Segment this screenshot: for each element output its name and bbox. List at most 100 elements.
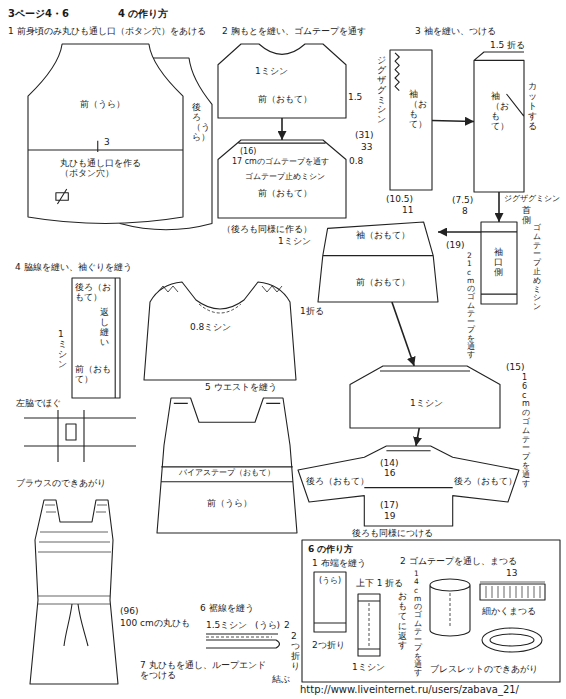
band-gathers xyxy=(486,586,540,598)
piece-label: 後ろ（おもて） xyxy=(75,282,111,303)
folded-strip xyxy=(358,594,380,656)
piece-outline-path xyxy=(72,278,120,398)
piece-label: 袖（おもて） xyxy=(356,230,410,240)
piece-outline-path xyxy=(318,222,438,302)
piece-label: (うら) xyxy=(319,576,341,585)
bodice-piece: 前（おもて） xyxy=(218,44,346,118)
dimension: (17) xyxy=(380,500,398,510)
step-heading: 7 丸ひもを通し、ループエンドをつける xyxy=(140,660,270,681)
piece-label: バイアステープ（おもて） xyxy=(179,468,275,477)
dimension: 19 xyxy=(384,511,395,521)
fabric-strip: (うら) xyxy=(314,572,346,632)
strap-gathers xyxy=(158,286,282,292)
armhole-stitch xyxy=(199,304,241,313)
elastic-inside xyxy=(450,593,451,626)
hem-stitch xyxy=(206,637,272,638)
piece-label: 6 の作り方 xyxy=(308,544,353,554)
dimension: (16) xyxy=(240,147,256,156)
dimension: (10.5) xyxy=(386,194,413,204)
note: 21 cmのゴムテープを通す xyxy=(467,252,475,359)
finished-blouse xyxy=(30,500,118,684)
note: 17 cmのゴムテープを通す xyxy=(232,157,329,166)
piece-outline-path xyxy=(218,44,346,118)
fold-note: 1折る xyxy=(300,306,324,316)
stitch-note: ゴムテープ止めミシン xyxy=(533,224,541,312)
dimension: 8 xyxy=(462,206,468,216)
piece-outline-path xyxy=(120,58,212,230)
note: 首側 xyxy=(522,206,531,226)
note: 後ろも同様につける xyxy=(352,528,433,538)
piece-label: 前（おもて） xyxy=(258,188,312,198)
dimension: 16 xyxy=(384,468,395,478)
dimension: 0.8 xyxy=(349,156,363,166)
dimension: (96) xyxy=(120,606,138,616)
watermark: http://www.liveinternet.ru/users/zabava_… xyxy=(300,684,519,696)
stitch-note: 1ミシン xyxy=(352,662,385,672)
piece-outline-path xyxy=(157,398,297,533)
side-loop-detail xyxy=(24,410,136,462)
piece-label: 前（おもて） xyxy=(258,94,312,104)
flow-arrow xyxy=(438,231,481,233)
sleeve-piece: 袖（おもて） xyxy=(474,52,524,192)
dimension: (31) xyxy=(355,130,373,140)
stitch-note: ジグザグミシン xyxy=(504,194,560,203)
note: 結ぶ xyxy=(272,674,290,684)
flow-arrow xyxy=(498,192,500,222)
dimension: 2 xyxy=(284,620,290,630)
piece-outline-path xyxy=(28,44,183,223)
step-heading: 1 前身頃のみ丸ひも通し口（ボタン穴）をあける xyxy=(8,26,206,36)
stitch-note: 1ミシン xyxy=(58,330,67,370)
waist-bodice: バイアステープ（おもて） 前（うら） xyxy=(157,398,297,533)
sleeve-piece: 袖（おもて） xyxy=(390,50,432,190)
piece-label: 前（うら） xyxy=(207,498,252,508)
flow-arrow xyxy=(281,118,283,140)
piece-label: 後ろ（うら） xyxy=(192,103,201,143)
stitch-note: 1.5ミシン xyxy=(206,620,247,630)
step-heading: 2 ゴムテープを通し、まつる xyxy=(400,556,517,566)
flow-arrow xyxy=(392,302,414,366)
note: 16 cmのゴムテープを通す xyxy=(522,374,530,488)
stitch-note: 返し縫い xyxy=(100,308,109,348)
blouse-smocking xyxy=(38,505,111,604)
note: （後ろも同様に作る） xyxy=(222,224,312,234)
piece-label: 前（うら） xyxy=(80,99,125,109)
step-title: 4 の作り方 xyxy=(118,8,168,20)
flow-arrow xyxy=(416,428,419,446)
stitch-note: 1ミシン xyxy=(278,236,311,246)
piece-outline-path xyxy=(474,52,524,192)
finished-bracelet xyxy=(482,628,542,652)
piece-outline xyxy=(157,398,297,533)
dimension: (14) xyxy=(380,458,398,468)
step-heading: 2 胸もとを縫い、ゴムテープを通す xyxy=(222,26,366,36)
stitch-note: 0.8ミシン xyxy=(190,322,231,332)
step-heading: 6 裾線を縫う xyxy=(200,603,254,613)
piece-label: 袖（おもて） xyxy=(409,90,418,130)
piece-outline-path xyxy=(481,222,517,304)
side-seam-piece: 後ろ（おもて）前（おもて） xyxy=(72,278,120,398)
fold-note: 2つ折り xyxy=(312,640,345,650)
note: 14 cmのゴムテープを通す xyxy=(414,570,422,677)
dimension: 11 xyxy=(402,205,413,215)
drawstring xyxy=(64,604,88,646)
step-heading: 3 袖を縫い、つける xyxy=(415,26,496,36)
gathered-neckline: 1ミシン xyxy=(350,366,500,428)
piece-label: 袖（おもて） xyxy=(491,92,500,132)
piece-outline xyxy=(350,366,500,428)
note: 100 cmの丸ひも xyxy=(120,618,190,628)
note: 細かくまつる xyxy=(482,606,536,616)
hem-fold xyxy=(206,634,280,648)
note: 左脇でほぐ xyxy=(16,398,61,408)
piece-label: 後ろ（おもて） xyxy=(306,476,369,486)
fold-note: 1.5 折る xyxy=(490,40,525,50)
piece-outline-path xyxy=(314,572,346,632)
elastic-ring xyxy=(430,579,470,636)
strip-stitch xyxy=(369,603,370,647)
piece-outline xyxy=(218,44,346,118)
dimension: (7.5) xyxy=(452,195,473,205)
armhole-bodice xyxy=(144,282,296,380)
piece-label: 前（おもて） xyxy=(356,277,410,287)
dimension: (19) xyxy=(446,240,464,250)
assembled-top: 後ろ（おもて）後ろ（おもて） xyxy=(298,446,519,526)
flow-arrow xyxy=(432,120,474,123)
